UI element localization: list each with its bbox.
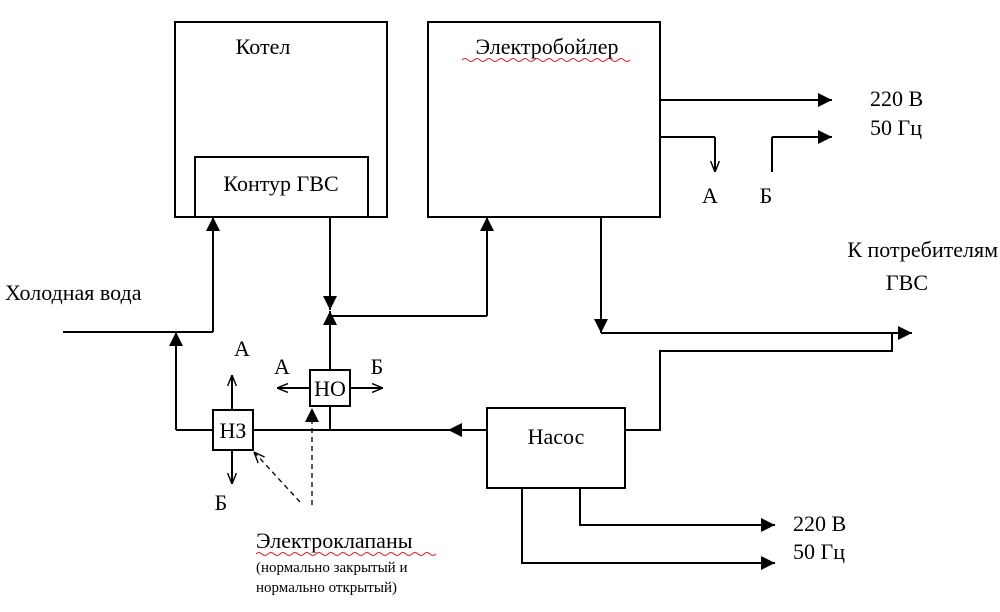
power-top-line1: 220 В [870, 86, 923, 111]
no-valve-a-label: А [274, 354, 290, 379]
no-valve-label: НО [314, 376, 346, 401]
electrovalves-label: Электроклапаны [256, 528, 413, 553]
boiler-label: Котел [236, 34, 291, 59]
nz-valve-b-label: Б [215, 490, 228, 515]
no-valve-b-label: Б [371, 354, 384, 379]
nz-valve-a-label: А [234, 336, 250, 361]
consumers-label-line2: ГВС [886, 270, 928, 295]
pump-power-line-2 [521, 488, 775, 570]
power-bottom-line1: 220 В [793, 511, 846, 536]
nz-valve-label: НЗ [220, 418, 247, 443]
cold-water-label: Холодная вода [5, 280, 142, 305]
electric-boiler-label: Электробойлер [476, 34, 619, 59]
dhw-circuit-label: Контур ГВС [223, 171, 338, 196]
spellcheck-underline [255, 552, 437, 556]
power-bottom-line2: 50 Гц [793, 539, 845, 564]
no-valve [309, 369, 351, 407]
pump-power-line-1 [579, 488, 775, 532]
electrovalves-note-line1: (нормально закрытый и [256, 560, 407, 576]
consumers-return-line [625, 333, 893, 431]
electric-boiler-block [427, 21, 661, 218]
pump-label: Насос [528, 424, 585, 449]
spellcheck-underline [461, 58, 631, 62]
pump-block [486, 407, 626, 489]
electrovalves-note-line2: нормально открытый) [256, 580, 397, 596]
power-top-line2: 50 Гц [870, 115, 922, 140]
pointer-to-nz-valve [254, 452, 301, 503]
consumers-label-line1: К потребителям [847, 237, 998, 262]
terminal-top-a: А [702, 183, 718, 208]
nz-valve [212, 409, 254, 451]
terminal-top-b: Б [760, 183, 773, 208]
dhw-circuit-block [194, 156, 369, 218]
